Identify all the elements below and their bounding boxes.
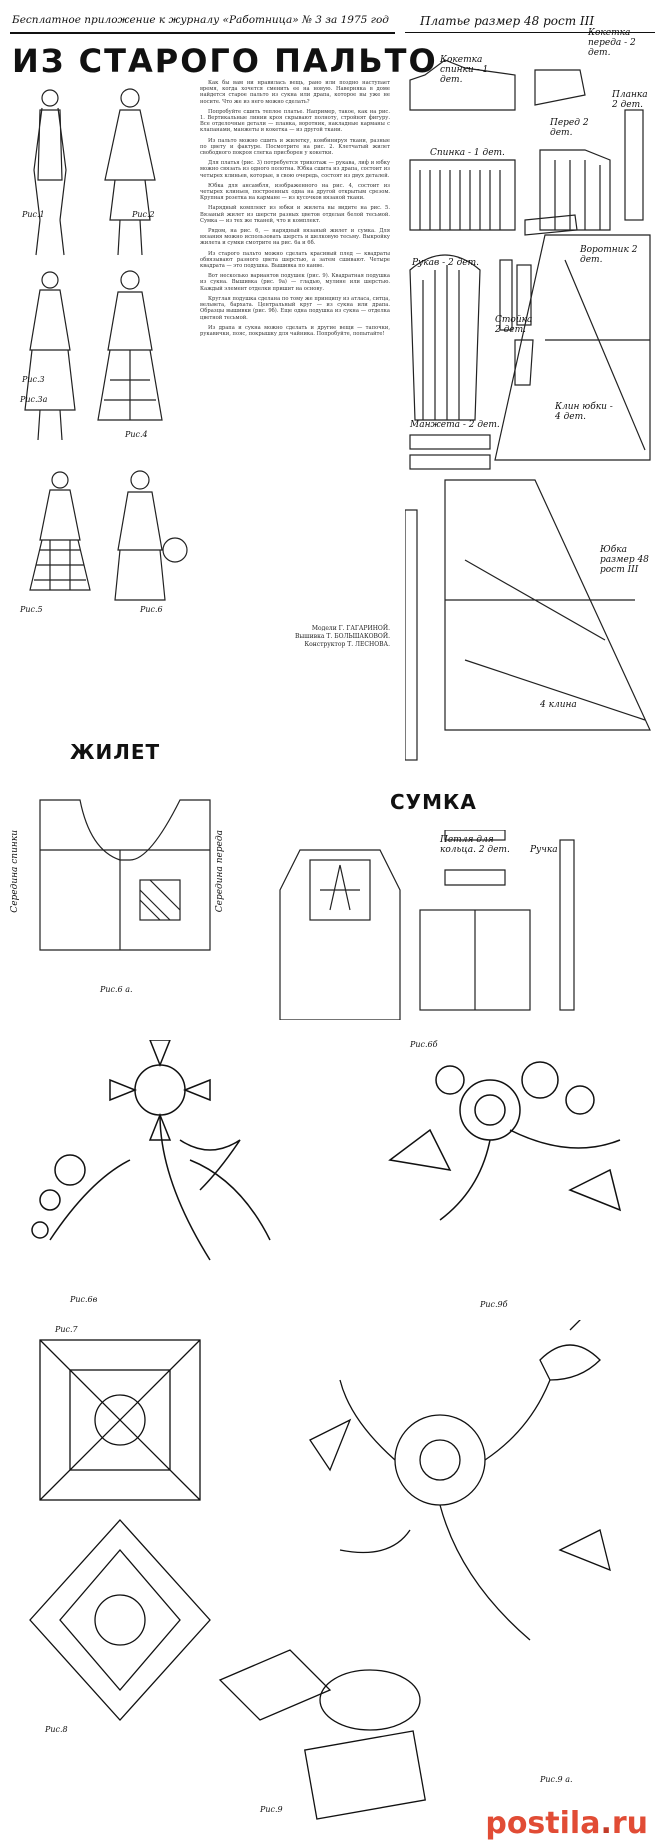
stand-label: Стойка 2 дет. [495,315,533,335]
credit-line: Вышивка Т. БОЛЬШАКОВОЙ. [295,633,390,640]
center-front-label: Середина переда [215,830,225,913]
page-title: ИЗ СТАРОГО ПАЛЬТО [12,42,438,80]
fig6v-label: Рис.6в [70,1295,98,1304]
pattern-header: Платье размер 48 рост III [420,14,595,28]
paragraph: Из старого пальто можно сделать красивый… [200,250,390,270]
paragraph: Юбка для ансамбля, изображенного на рис.… [200,182,390,202]
fig6-label: Рис.6 [140,605,163,614]
collar-label: Воротник 2 дет. [580,245,638,265]
handle-label: Ручка [530,845,558,855]
loop-label: Петля для кольца. 2 дет. [440,835,510,855]
credits: Модели Г. ГАГАРИНОЙ. Вышивка Т. БОЛЬШАКО… [210,625,390,649]
credit-line: Модели Г. ГАГАРИНОЙ. [311,625,390,632]
bag-title: СУМКА [390,790,477,814]
back-yoke-label: Кокетка спинки - 1 дет. [440,55,489,85]
paragraph: Из драпа и сукна можно сделать и другие … [200,324,390,337]
fig6a-label: Рис.6 а. [100,985,133,994]
fig1-label: Рис.1 [22,210,45,219]
back-label: Спинка - 1 дет. [430,148,505,158]
sleeve-label: Рукав - 2 дет. [412,258,480,268]
placket-label: Планка 2 дет. [612,90,648,110]
vest-pattern [39,799,211,951]
paragraph: Для платья (рис. 3) потребуется трикотаж… [200,160,390,179]
paragraph: Рядом, на рис. 6, — нарядный вязаный жил… [200,228,390,247]
fig6b-label: Рис.6б [410,1040,438,1049]
center-back-label: Середина спинки [10,830,20,913]
article-body: Как бы вам ни нравилась вещь, рано или п… [200,80,390,341]
front-label: Перед 2 дет. [550,118,589,138]
header-rule [10,32,395,34]
fashion-illustrations [24,88,188,601]
embroidery-flowers [31,1040,622,1261]
paragraph: Круглая подушка сделана по тому же принц… [200,295,390,321]
fig9b-label: Рис.9б [480,1300,508,1309]
cuff-label: Манжета - 2 дет. [410,420,500,430]
paragraph: Вот несколько вариантов подушек (рис. 9)… [200,273,390,292]
four-gores-label: 4 клина [540,700,577,710]
fig9a-label: Рис.9 а. [540,1775,573,1784]
watermark: postila.ru [485,1806,648,1841]
skirt-gore-label: Клин юбки - 4 дет. [555,402,613,422]
fig8-label: Рис.8 [45,1725,68,1734]
front-yoke-label: Кокетка переда - 2 дет. [588,28,636,58]
vest-title: ЖИЛЕТ [70,740,161,764]
paragraph: Попробуйте сшить теплое платье. Например… [200,108,390,134]
skirt-label: Юбка размер 48 рост III [600,545,649,575]
credit-line: Конструктор Т. ЛЕСНОВА. [304,641,390,648]
fig9-label: Рис.9 [260,1805,283,1814]
fig2-label: Рис.2 [132,210,155,219]
paragraph: Из пальто можно сшить и жилетку, комбини… [200,137,390,157]
paragraph: Как бы вам ни нравилась вещь, рано или п… [200,80,390,105]
fig7-label: Рис.7 [55,1325,78,1334]
fig3a-label: Рис.3а [20,395,48,404]
supplement-line: Бесплатное приложение к журналу «Работни… [12,14,389,26]
crochet-and-pillows [29,1320,611,1820]
bag-pattern [279,830,575,1020]
watermark-text: postila [485,1806,601,1841]
pattern-rule [405,32,655,33]
watermark-dot: . [600,1806,612,1841]
paragraph: Нарядный комплект из юбки и жилета вы ви… [200,205,390,224]
fig5-label: Рис.5 [20,605,43,614]
dress-pattern [405,59,651,761]
watermark-suffix: ru [611,1806,648,1841]
fig3-label: Рис.3 [22,375,45,384]
fig4-label: Рис.4 [125,430,148,439]
